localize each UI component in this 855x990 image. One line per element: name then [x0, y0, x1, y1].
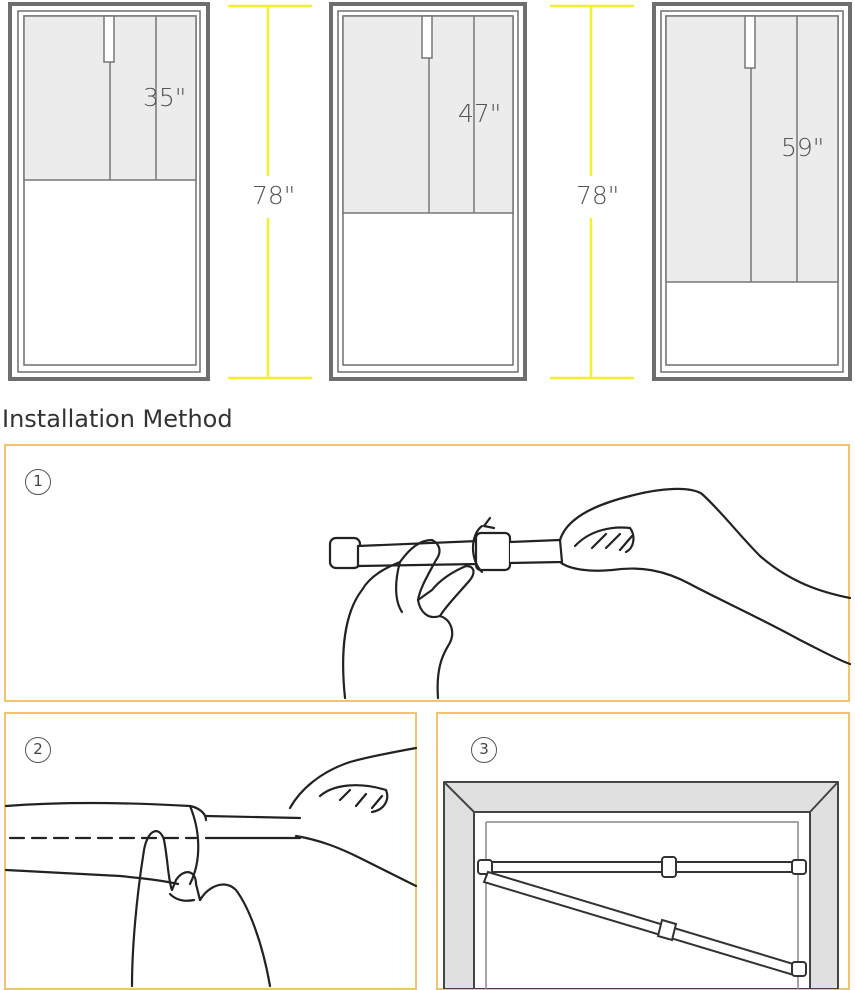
- step-1-number: 1: [25, 469, 51, 495]
- window-1-drop-label: 35": [143, 83, 187, 112]
- window-3-drop-label: 59": [781, 133, 825, 162]
- step-1-panel: [4, 444, 850, 702]
- step-2-panel: [4, 712, 417, 990]
- height-dimension-line-1: [228, 4, 312, 380]
- height-label-2: 78": [576, 181, 620, 210]
- window-3-curtain-folds: [744, 15, 798, 282]
- step-2-number: 2: [25, 737, 51, 763]
- window-2-drop-label: 47": [458, 99, 502, 128]
- height-dimension-line-2: [550, 4, 634, 380]
- window-1-curtain-folds: [103, 15, 157, 180]
- window-1-frame: [8, 2, 210, 381]
- step-3-panel: [436, 712, 850, 990]
- height-label-1: 78": [252, 181, 296, 210]
- window-2-curtain-folds: [421, 15, 475, 213]
- section-title: Installation Method: [2, 405, 233, 433]
- step-3-number: 3: [471, 737, 497, 763]
- window-size-diagrams: [8, 2, 852, 381]
